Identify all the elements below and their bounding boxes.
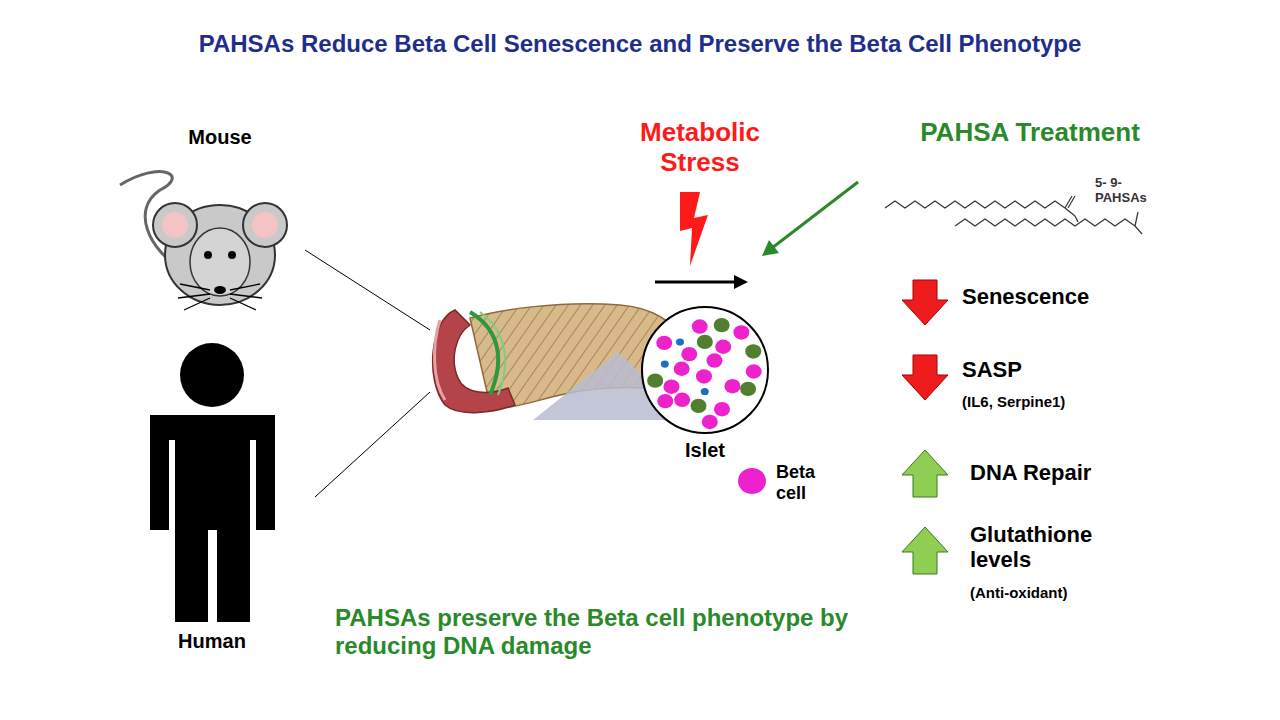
title: PAHSAs Reduce Beta Cell Senescence and P… bbox=[0, 30, 1280, 58]
stress-label: Metabolic Stress bbox=[610, 118, 790, 178]
figure-label: Human bbox=[132, 630, 292, 653]
treatment-label: PAHSA Treatment bbox=[860, 118, 1200, 148]
leader-line bbox=[305, 250, 430, 330]
human-figure bbox=[150, 343, 275, 622]
effect-label: DNA Repair bbox=[970, 460, 1190, 485]
caption: PAHSAs preserve the Beta cell phenotype … bbox=[335, 604, 905, 659]
flow-arrow bbox=[655, 281, 738, 284]
up-arrow bbox=[902, 527, 948, 574]
up-arrow bbox=[902, 450, 948, 497]
effect-note: (Anti-oxidant) bbox=[970, 584, 1190, 601]
islet-circle: Islet bbox=[640, 305, 770, 462]
arrow-head bbox=[762, 240, 779, 256]
mouse-figure bbox=[120, 172, 287, 310]
node-label: Islet bbox=[640, 439, 770, 462]
legend-swatch bbox=[738, 468, 766, 494]
treatment-arrow bbox=[772, 182, 858, 248]
effect-label: SASP bbox=[962, 357, 1182, 382]
effect-label: Senescence bbox=[962, 284, 1182, 309]
figure-label: Mouse bbox=[140, 126, 300, 149]
lightning-symbol bbox=[680, 192, 708, 266]
effect-note: (IL6, Serpine1) bbox=[962, 393, 1182, 410]
arrow-head bbox=[734, 275, 748, 289]
leader-line bbox=[315, 392, 430, 497]
islet-outline bbox=[640, 305, 770, 435]
compound-label: 5- 9- PAHSAs bbox=[1095, 176, 1155, 206]
legend-label: Beta cell bbox=[776, 462, 828, 503]
down-arrow bbox=[902, 355, 948, 400]
down-arrow bbox=[902, 280, 948, 325]
effect-label: Glutathione levels bbox=[970, 522, 1115, 573]
